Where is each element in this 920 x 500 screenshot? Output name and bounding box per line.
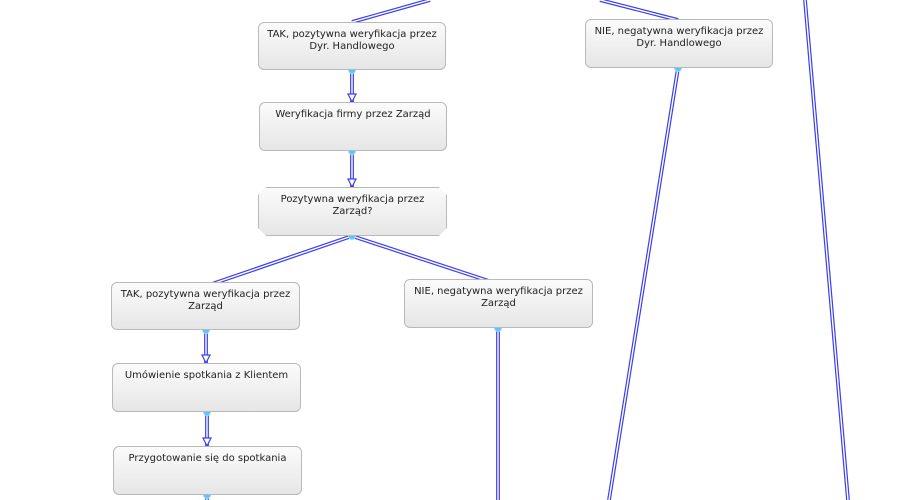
arrow-weryfikacja — [347, 93, 357, 104]
node-tak-dyr-label: TAK, pozytywna weryfikacja przez Dyr. Ha… — [267, 29, 437, 52]
node-tak-zarzad[interactable]: TAK, pozytywna weryfikacja przez Zarząd — [111, 282, 300, 330]
node-nie-dyr-label: NIE, negatywna weryfikacja przez Dyr. Ha… — [594, 26, 764, 49]
edge-decyzja-to-nie-zarzad — [351, 234, 499, 286]
node-tak-dyr[interactable]: TAK, pozytywna weryfikacja przez Dyr. Ha… — [258, 22, 446, 70]
edge-decyzja-to-tak-zarzad — [205, 234, 353, 288]
node-przygotowanie-label: Przygotowanie się do spotkania — [128, 453, 287, 464]
edge-right-down — [803, 0, 850, 500]
edge-nie-dyr-down — [607, 67, 680, 500]
node-nie-zarzad[interactable]: NIE, negatywna weryfikacja przez Zarząd — [404, 279, 593, 328]
node-nie-zarzad-label: NIE, negatywna weryfikacja przez Zarząd — [414, 286, 583, 309]
node-nie-dyr[interactable]: NIE, negatywna weryfikacja przez Dyr. Ha… — [585, 19, 773, 68]
node-decyzja-zarzad-label: Pozytywna weryfikacja przez Zarząd? — [280, 194, 425, 217]
node-umowienie[interactable]: Umówienie spotkania z Klientem — [112, 363, 301, 412]
node-tak-zarzad-label: TAK, pozytywna weryfikacja przez Zarząd — [120, 289, 291, 312]
arrow-umowienie — [201, 354, 211, 365]
edge-nie-zarzad-down — [496, 328, 500, 500]
arrow-decyzja — [347, 178, 357, 189]
edge-top-to-nie-dyr — [599, 0, 679, 22]
node-decyzja-zarzad[interactable]: Pozytywna weryfikacja przez Zarząd? — [258, 187, 447, 236]
node-weryfikacja-zarzad[interactable]: Weryfikacja firmy przez Zarząd — [259, 102, 447, 151]
node-przygotowanie[interactable]: Przygotowanie się do spotkania — [113, 446, 302, 495]
node-weryfikacja-zarzad-label: Weryfikacja firmy przez Zarząd — [275, 109, 431, 120]
arrow-przygotowanie — [202, 437, 212, 448]
edge-top-to-tak-dyr — [351, 0, 431, 24]
node-umowienie-label: Umówienie spotkania z Klientem — [124, 370, 289, 381]
